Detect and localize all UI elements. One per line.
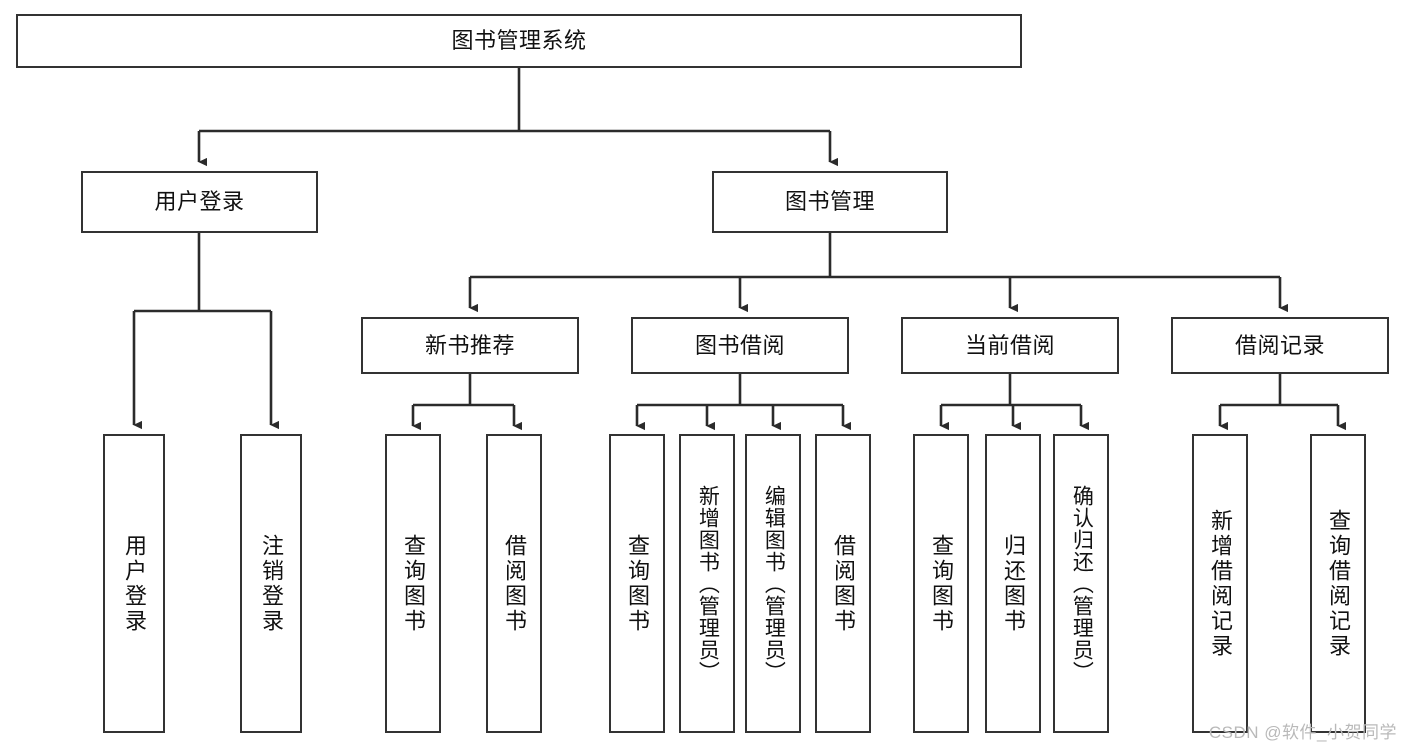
node-leaf-borrow-query-book[interactable]: 查询图书: [609, 434, 665, 733]
node-label: 借阅图书: [830, 533, 856, 634]
node-leaf-recommend-query-book[interactable]: 查询图书: [385, 434, 441, 733]
node-leaf-user-login[interactable]: 用户登录: [103, 434, 165, 733]
node-label: 查询借阅记录: [1325, 508, 1351, 659]
node-label: 查询图书: [400, 533, 426, 634]
node-label: 用户登录: [154, 189, 245, 215]
node-label: 图书管理系统: [451, 28, 587, 54]
node-label: 归还图书: [1000, 533, 1026, 634]
node-leaf-recommend-borrow-book[interactable]: 借阅图书: [486, 434, 542, 733]
node-leaf-user-logout[interactable]: 注销登录: [240, 434, 302, 733]
node-label: 注销登录: [258, 533, 284, 634]
node-current-borrow[interactable]: 当前借阅: [901, 317, 1119, 374]
node-label: 确认归还（管理员）: [1070, 484, 1094, 683]
node-label: 新书推荐: [424, 332, 515, 358]
node-leaf-current-confirm-return-admin[interactable]: 确认归还（管理员）: [1053, 434, 1109, 733]
node-leaf-record-query-borrow-record[interactable]: 查询借阅记录: [1310, 434, 1366, 733]
node-book-management[interactable]: 图书管理: [712, 171, 948, 233]
node-label: 查询图书: [624, 533, 650, 634]
node-leaf-current-return-book[interactable]: 归还图书: [985, 434, 1041, 733]
node-leaf-borrow-add-book-admin[interactable]: 新增图书（管理员）: [679, 434, 735, 733]
node-label: 借阅记录: [1234, 332, 1325, 358]
node-label: 图书管理: [784, 189, 875, 215]
node-label: 用户登录: [121, 533, 147, 634]
node-label: 查询图书: [928, 533, 954, 634]
node-label: 图书借阅: [694, 332, 785, 358]
node-leaf-borrow-edit-book-admin[interactable]: 编辑图书（管理员）: [745, 434, 801, 733]
node-borrow-record[interactable]: 借阅记录: [1171, 317, 1389, 374]
node-user-login[interactable]: 用户登录: [81, 171, 318, 233]
node-label: 新增借阅记录: [1207, 508, 1233, 659]
node-label: 编辑图书（管理员）: [762, 484, 786, 683]
node-leaf-record-add-borrow-record[interactable]: 新增借阅记录: [1192, 434, 1248, 733]
node-leaf-current-query-book[interactable]: 查询图书: [913, 434, 969, 733]
node-leaf-borrow-lend-book[interactable]: 借阅图书: [815, 434, 871, 733]
node-label: 借阅图书: [501, 533, 527, 634]
node-new-book-recommend[interactable]: 新书推荐: [361, 317, 579, 374]
node-label: 新增图书（管理员）: [696, 484, 720, 683]
node-label: 当前借阅: [964, 332, 1055, 358]
node-root-book-management-system[interactable]: 图书管理系统: [16, 14, 1022, 68]
node-book-borrow[interactable]: 图书借阅: [631, 317, 849, 374]
csdn-watermark: CSDN @软件_小贺同学: [1208, 723, 1397, 742]
